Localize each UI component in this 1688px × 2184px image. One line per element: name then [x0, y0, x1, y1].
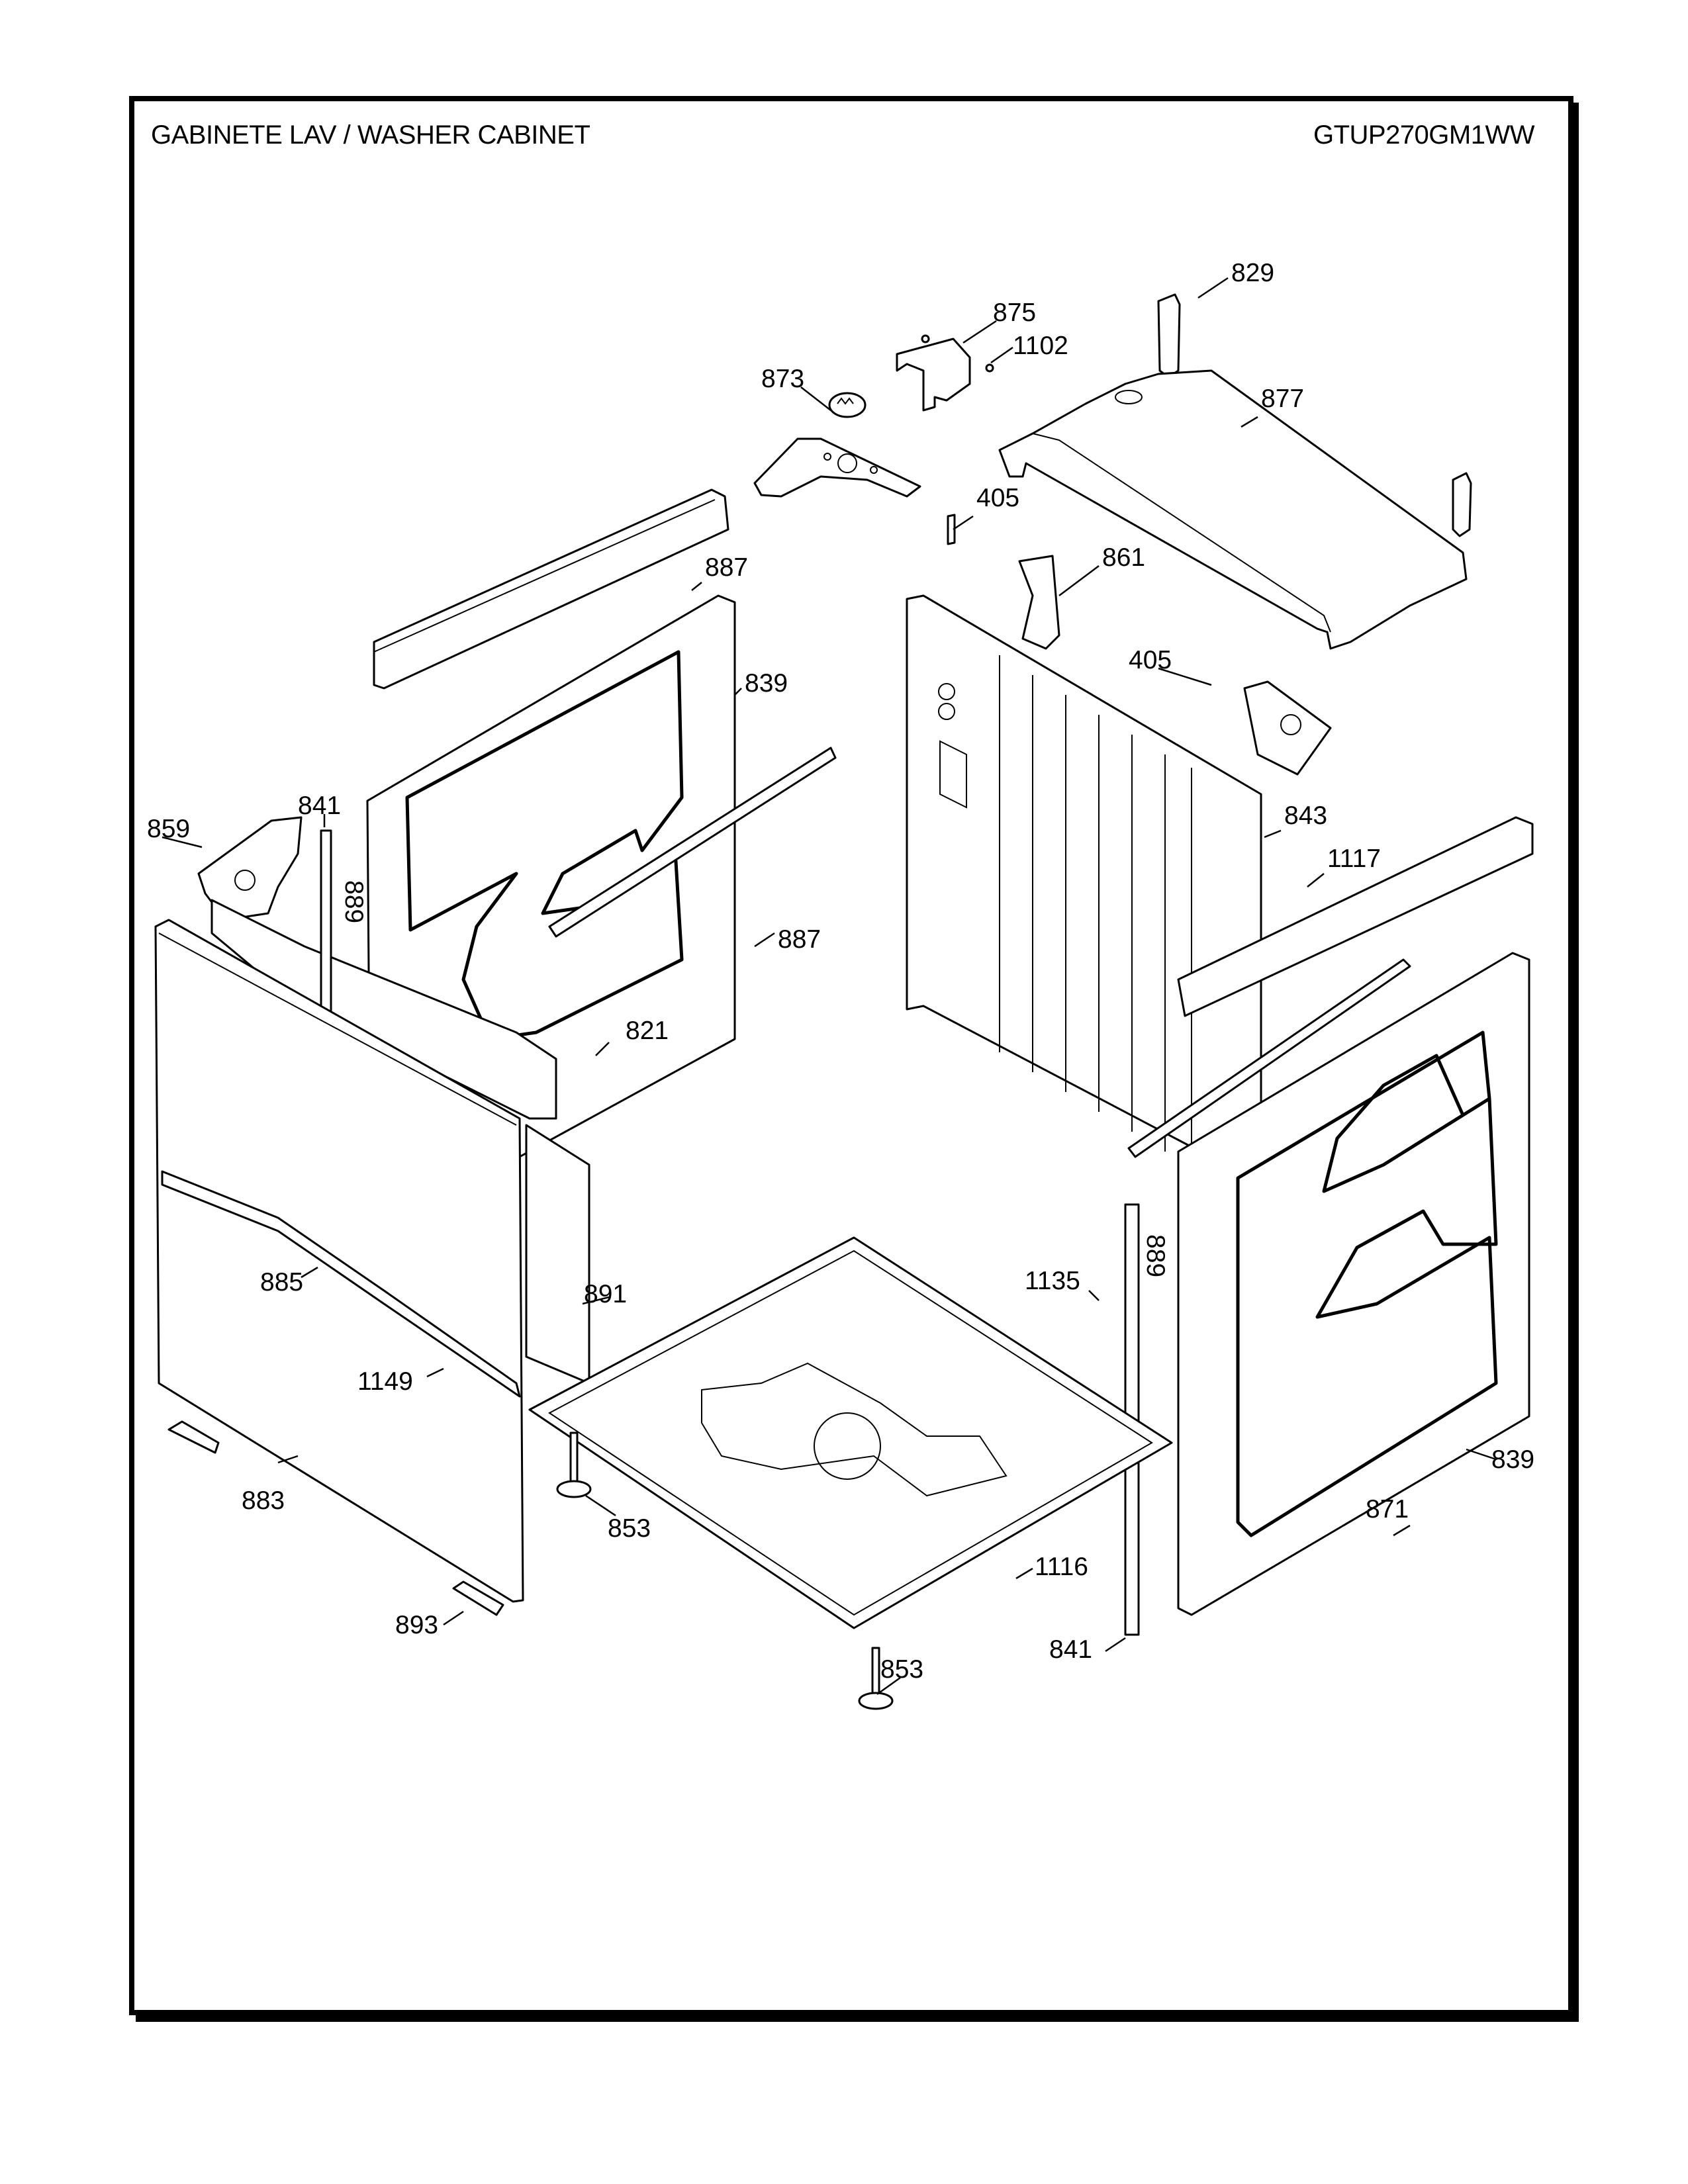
top-rail-left	[373, 488, 729, 690]
callout-1135: 1135	[1025, 1267, 1080, 1295]
callout-883: 883	[242, 1486, 285, 1515]
callout-841-right: 841	[1049, 1635, 1092, 1664]
callout-1117: 1117	[1327, 844, 1381, 873]
callout-841-left: 841	[298, 792, 341, 820]
callout-405-right: 405	[1129, 646, 1172, 674]
callout-885: 885	[260, 1268, 303, 1297]
callout-853-bottom: 853	[880, 1655, 923, 1684]
callout-861: 861	[1102, 543, 1145, 572]
callout-871: 871	[1366, 1495, 1409, 1524]
diagram-border	[129, 96, 1573, 2015]
part-853-leveling-feet	[556, 1432, 894, 1710]
callout-839-right: 839	[1491, 1445, 1534, 1474]
callout-1149: 1149	[357, 1367, 413, 1396]
callout-889-right: 889	[1141, 1234, 1170, 1277]
callout-1116: 1116	[1035, 1553, 1088, 1581]
callout-887-top: 887	[705, 553, 748, 582]
diagonal-rail-left	[548, 747, 837, 938]
callout-839-left: 839	[745, 669, 788, 698]
part-839-right-side-panel	[1177, 952, 1530, 1616]
part-883-front-panel	[154, 919, 524, 1603]
border-shadow-right	[1573, 103, 1579, 2022]
part-841-post-left	[320, 829, 332, 1027]
callout-829: 829	[1231, 259, 1274, 287]
callout-889-left: 889	[340, 880, 368, 923]
callout-843: 843	[1284, 801, 1327, 830]
callout-875: 875	[993, 298, 1036, 327]
right-top-corner-bracket	[1243, 680, 1332, 776]
part-861-bracket	[1018, 555, 1060, 650]
callout-1102: 1102	[1013, 332, 1068, 360]
diagram-title: GABINETE LAV / WASHER CABINET	[151, 120, 590, 150]
part-891-insulation	[525, 1124, 590, 1385]
part-893-clips	[167, 1420, 504, 1616]
callout-893: 893	[395, 1611, 438, 1639]
leader-lines	[162, 277, 1497, 1696]
part-829-bracket	[1157, 293, 1472, 537]
left-top-corner-bracket	[197, 816, 557, 1120]
callout-877: 877	[1261, 385, 1304, 413]
callout-853-left: 853	[608, 1514, 651, 1543]
part-873-grommet	[828, 392, 867, 418]
callout-405-top: 405	[976, 484, 1019, 512]
callout-821: 821	[626, 1017, 669, 1045]
callout-873: 873	[761, 365, 804, 393]
callout-887-mid: 887	[778, 925, 821, 954]
model-number: GTUP270GM1WW	[1313, 120, 1535, 150]
part-843-rear-panel	[906, 594, 1262, 1176]
callout-859: 859	[147, 815, 190, 843]
corner-bracket-top	[753, 437, 921, 498]
washer-base	[528, 1236, 1173, 1629]
part-405-clip-a	[947, 514, 956, 545]
part-875-bracket	[896, 334, 994, 412]
part-877-top-bridge	[998, 369, 1468, 650]
border-shadow-bottom	[136, 2015, 1579, 2022]
callout-891: 891	[584, 1280, 627, 1308]
top-rail-right	[1127, 816, 1534, 1158]
